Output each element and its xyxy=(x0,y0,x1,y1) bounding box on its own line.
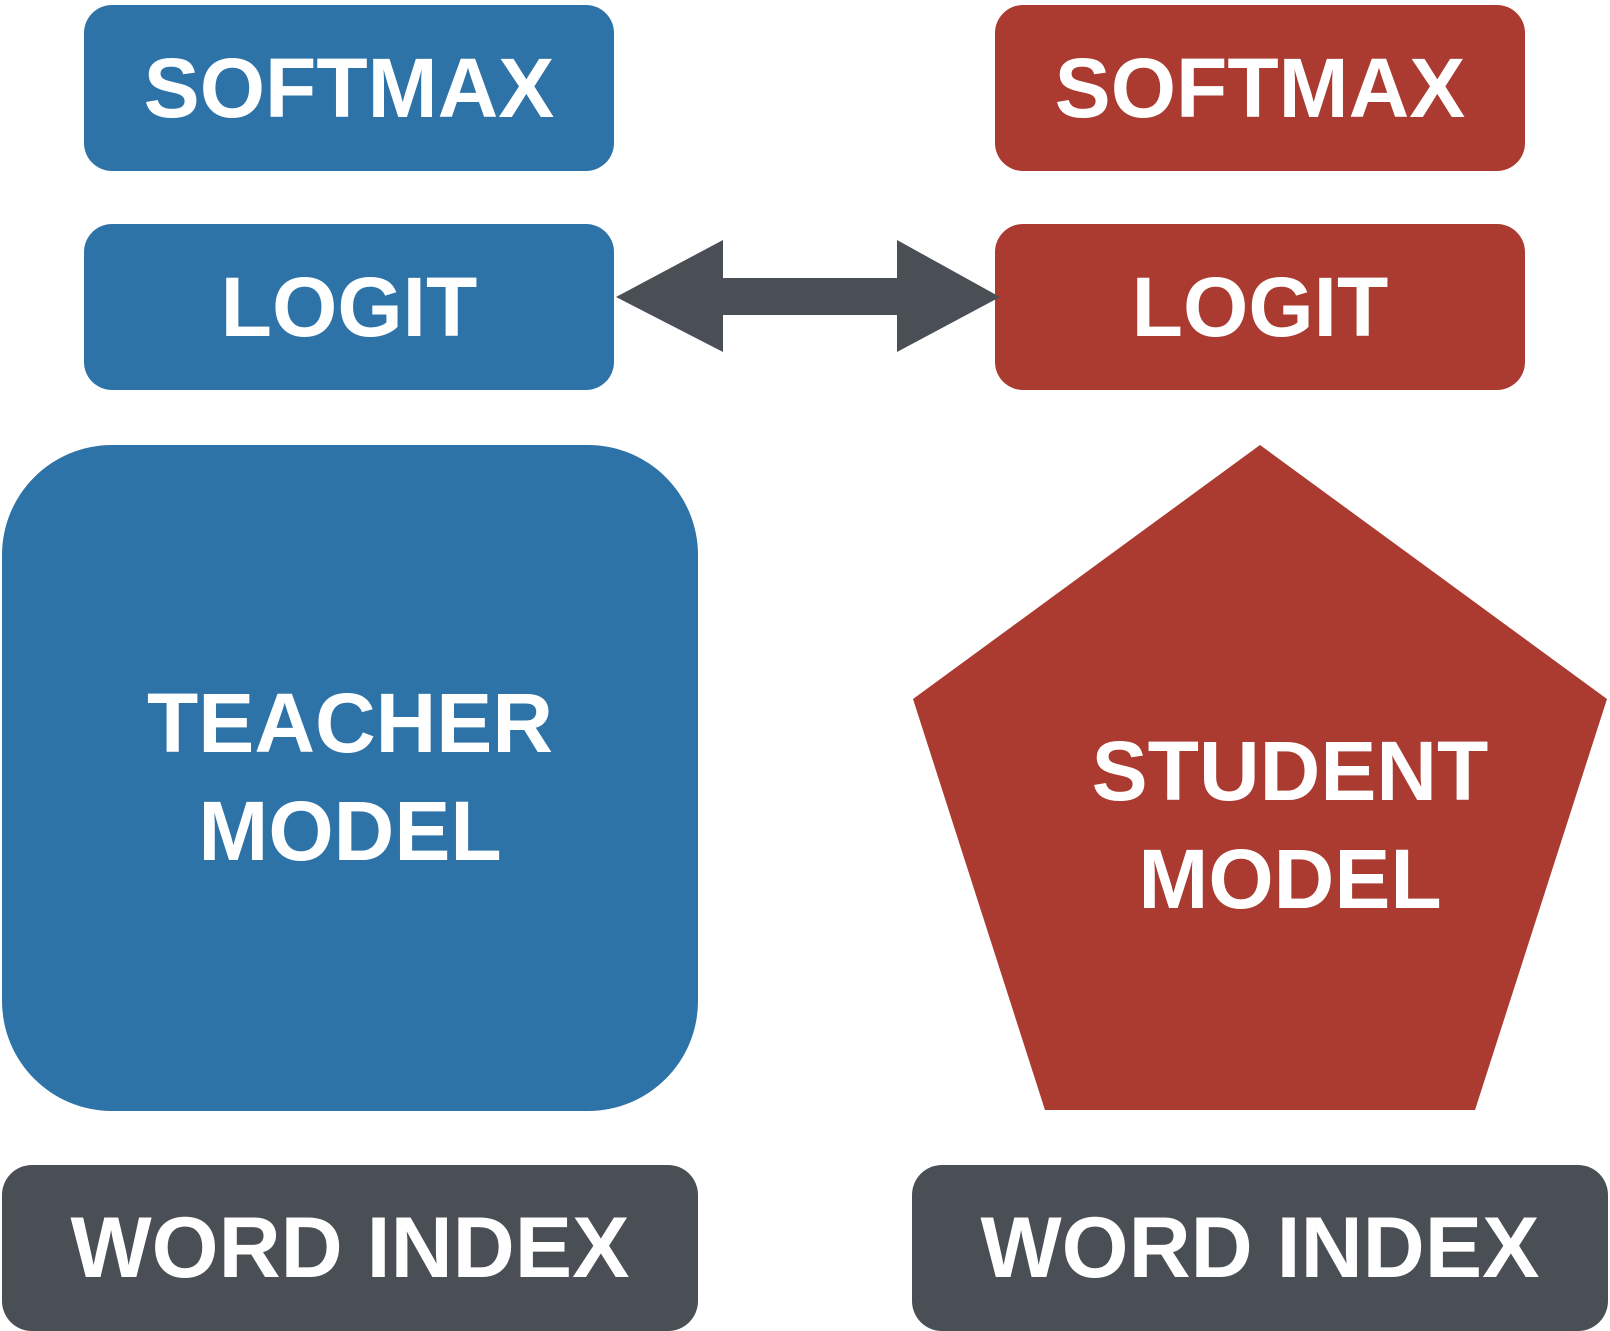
student-model-label-line2: MODEL xyxy=(1138,831,1442,926)
student-softmax-label: SOFTMAX xyxy=(1054,40,1466,135)
teacher-word-index-box: WORD INDEX xyxy=(2,1165,698,1331)
teacher-logit-box: LOGIT xyxy=(84,224,614,390)
bidirectional-arrow-icon xyxy=(616,240,1000,352)
student-word-index-box: WORD INDEX xyxy=(912,1165,1608,1331)
student-logit-label: LOGIT xyxy=(1131,259,1389,354)
teacher-model-box: TEACHER MODEL xyxy=(2,445,698,1111)
teacher-word-index-label: WORD INDEX xyxy=(70,1199,630,1296)
student-word-index-label: WORD INDEX xyxy=(980,1199,1540,1296)
student-model-label: STUDENT MODEL xyxy=(1060,718,1520,933)
teacher-model-label-line1: TEACHER xyxy=(146,676,553,771)
student-softmax-box: SOFTMAX xyxy=(995,5,1525,171)
teacher-softmax-label: SOFTMAX xyxy=(143,40,555,135)
student-logit-box: LOGIT xyxy=(995,224,1525,390)
student-model-label-line1: STUDENT xyxy=(1091,724,1489,818)
teacher-model-label-line2: MODEL xyxy=(198,784,502,878)
student-model-shape xyxy=(913,445,1607,1110)
teacher-softmax-box: SOFTMAX xyxy=(84,5,614,171)
teacher-logit-label: LOGIT xyxy=(220,259,478,354)
